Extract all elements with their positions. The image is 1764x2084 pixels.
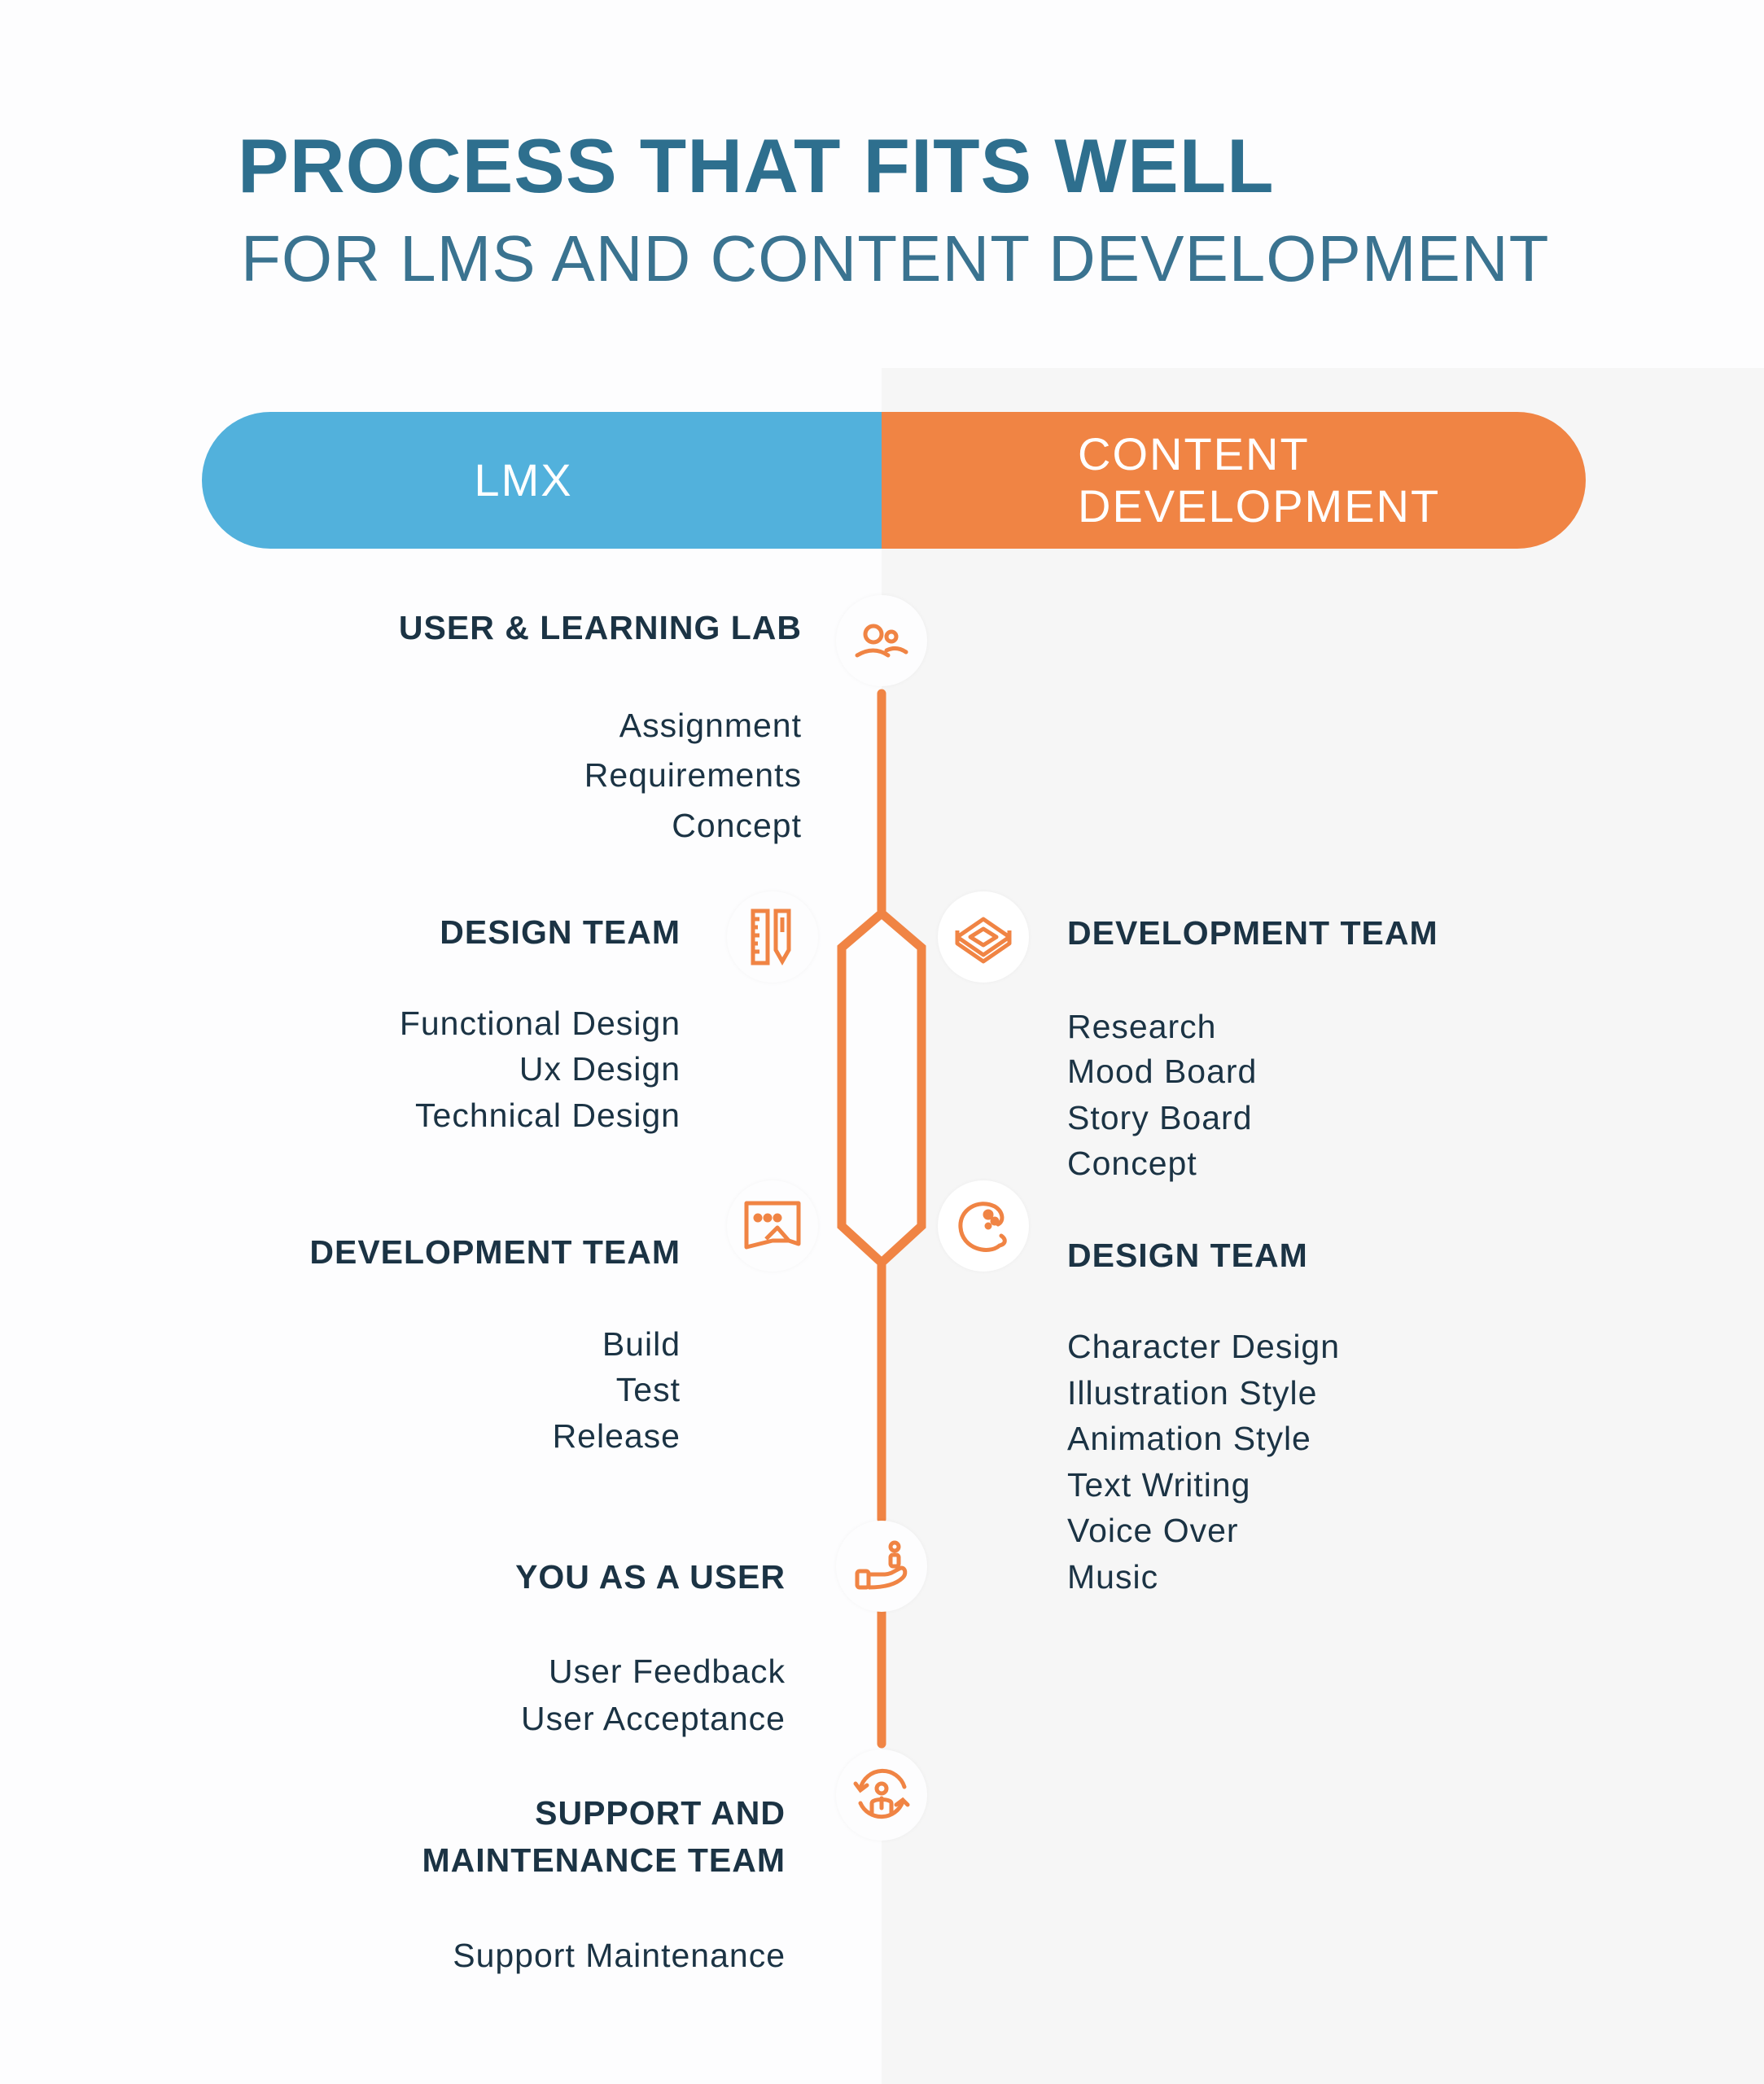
content-development-label: CONTENT DEVELOPMENT: [1078, 428, 1440, 532]
list-item: Concept: [672, 807, 802, 844]
list-item: Story Board: [1067, 1099, 1253, 1136]
timeline-hexagon: [837, 907, 926, 1269]
list-item: User Acceptance: [521, 1700, 786, 1737]
list-item: Functional Design: [399, 1005, 681, 1042]
list-item: Animation Style: [1067, 1420, 1311, 1457]
list-item: Music: [1067, 1558, 1159, 1596]
list-item: Voice Over: [1067, 1512, 1239, 1549]
list-item: Release: [552, 1417, 681, 1455]
user-learning-lab-title: USER & LEARNING LAB: [398, 609, 802, 646]
list-item: Illustration Style: [1067, 1374, 1318, 1412]
lmx-header: LMX: [202, 412, 882, 549]
lmx-design-team-title: DESIGN TEAM: [440, 913, 681, 951]
support-cycle-icon: [836, 1749, 927, 1841]
support-title-line2: MAINTENANCE TEAM: [422, 1841, 786, 1879]
list-item: Build: [602, 1325, 681, 1363]
content-design-team-title: DESIGN TEAM: [1067, 1237, 1308, 1274]
list-item: Test: [615, 1371, 681, 1408]
list-item: User Feedback: [548, 1653, 786, 1690]
list-item: Mood Board: [1067, 1053, 1258, 1090]
content-development-team-title: DEVELOPMENT TEAM: [1067, 914, 1438, 952]
image-chat-icon: [727, 1180, 818, 1272]
ruler-pencil-icon: [727, 891, 818, 983]
list-item: Research: [1067, 1008, 1217, 1045]
content-development-header: CONTENT DEVELOPMENT: [882, 412, 1586, 549]
lmx-development-team-title: DEVELOPMENT TEAM: [309, 1233, 681, 1271]
support-title-line1: SUPPORT AND: [535, 1794, 786, 1832]
list-item: Assignment: [619, 707, 802, 744]
lmx-label: LMX: [474, 454, 573, 506]
hand-user-icon: [836, 1521, 927, 1612]
list-item: Requirements: [584, 756, 802, 794]
palette-icon: [938, 1180, 1029, 1272]
list-item: Character Design: [1067, 1328, 1341, 1365]
list-item: Concept: [1067, 1145, 1197, 1182]
cube-icon: [938, 891, 1029, 983]
you-as-a-user-title: YOU AS A USER: [515, 1558, 786, 1596]
content-development-label-line2: DEVELOPMENT: [1078, 480, 1441, 532]
users-icon: [836, 595, 927, 686]
list-item: Ux Design: [519, 1050, 681, 1088]
list-item: Technical Design: [415, 1097, 681, 1134]
page-title: PROCESS THAT FITS WELL: [238, 123, 1275, 208]
content-development-label-line1: CONTENT: [1078, 428, 1310, 479]
page-subtitle: FOR LMS AND CONTENT DEVELOPMENT: [241, 222, 1550, 295]
list-item: Text Writing: [1067, 1466, 1251, 1504]
list-item: Support Maintenance: [453, 1937, 786, 1974]
